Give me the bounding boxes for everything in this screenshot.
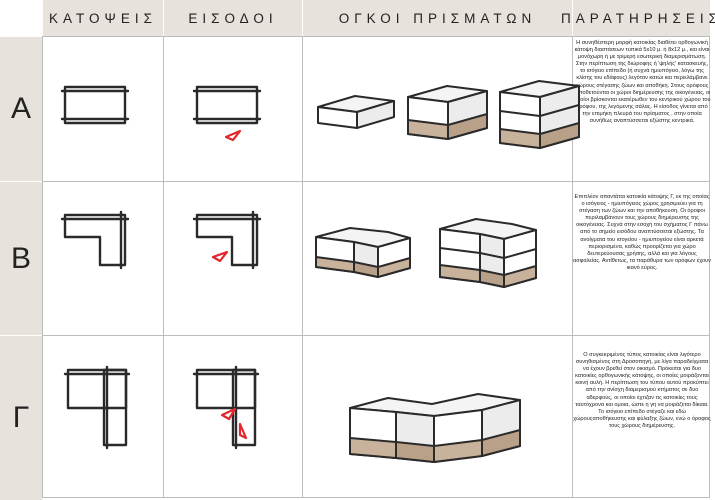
entrance-plan-a <box>192 85 262 125</box>
row-label-c: Γ <box>0 336 42 500</box>
plan-a <box>60 85 130 125</box>
entrance-marker-b <box>211 250 229 263</box>
entrance-marker-c1 <box>220 407 237 421</box>
volume-c-double <box>349 393 521 463</box>
plan-c <box>63 365 131 450</box>
volume-b-triple <box>439 218 537 288</box>
header-plans: ΚΑΤΟΨΕΙΣ <box>43 0 163 36</box>
volume-a-double <box>407 85 488 140</box>
header-entrances: ΕΙΣΟΔΟΙ <box>164 0 302 36</box>
entrance-marker-c2 <box>238 422 248 440</box>
volume-a-triple <box>499 80 580 149</box>
note-row-b: Επιπλέον απαντάται κατοικία κάτοψης Γ, ε… <box>573 194 711 271</box>
volume-a-single <box>317 95 395 129</box>
note-row-a: Η συνηθέστερη μορφή κατοικίας διαθέτει ο… <box>573 40 711 125</box>
plan-b <box>60 210 130 270</box>
entrance-plan-b <box>192 210 262 270</box>
header-volumes: ΟΓΚΟΙ ΠΡΙΣΜΑΤΩΝ <box>303 0 572 36</box>
row-label-a: Α <box>0 37 42 181</box>
volume-b-double <box>315 227 411 278</box>
note-row-c: Ο συγκεκριμένος τύπος κατοικίας είναι λι… <box>573 352 711 429</box>
row-label-b: Β <box>0 182 42 335</box>
header-notes: ΠΑΡΑΤΗΡΗΣΕΙΣ <box>561 0 715 36</box>
entrance-plan-c <box>192 365 260 450</box>
entrance-marker-a <box>224 129 242 142</box>
